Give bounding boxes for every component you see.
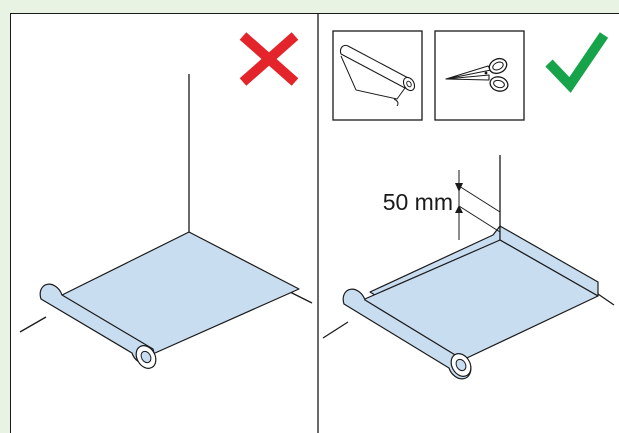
floor-line-left xyxy=(322,321,349,339)
membrane-roll xyxy=(342,288,472,380)
dimension-label: 50 mm xyxy=(383,189,453,215)
membrane-sheet xyxy=(357,239,599,366)
red-cross-icon xyxy=(239,32,299,86)
membrane-roll xyxy=(39,283,157,369)
green-check-icon xyxy=(545,32,609,93)
scissors-icon xyxy=(434,30,525,121)
membrane-roll-icon xyxy=(332,30,423,121)
membrane-sheet xyxy=(55,231,300,358)
floor-line-left xyxy=(19,316,47,333)
dimension-marker xyxy=(455,170,501,240)
floor-line-right xyxy=(597,293,615,306)
panel-correct: 50 mm xyxy=(322,30,615,380)
panel-incorrect xyxy=(19,32,313,369)
